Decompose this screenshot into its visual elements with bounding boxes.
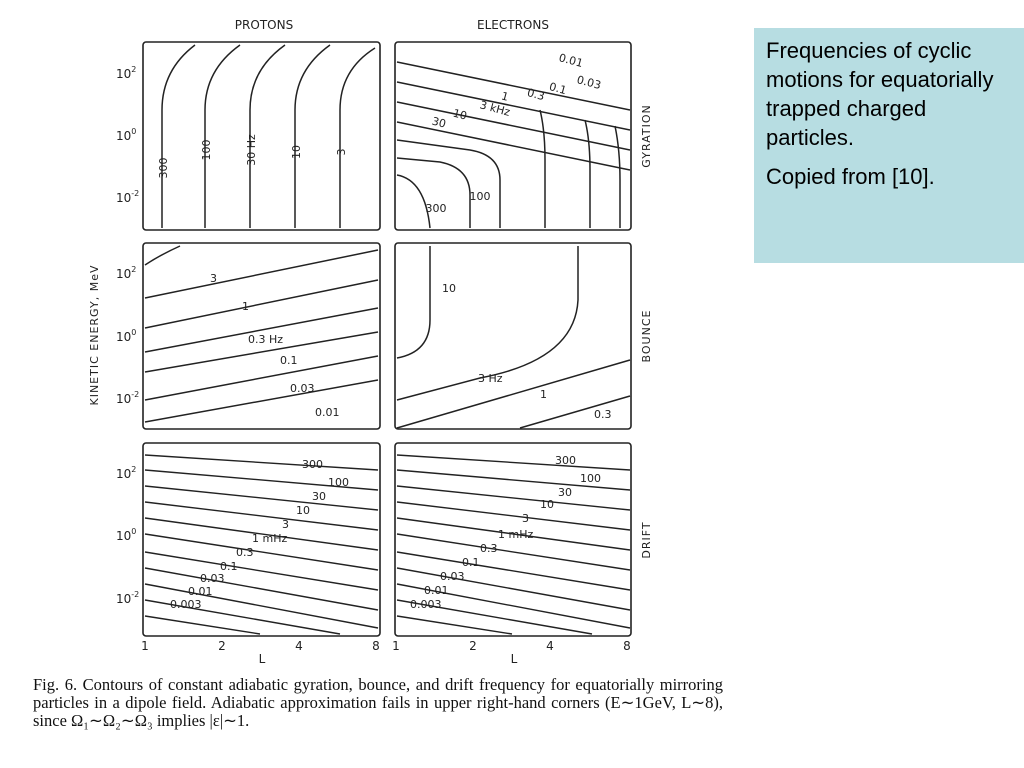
- column-title-electrons: ELECTRONS: [477, 18, 549, 32]
- contour-label: 300: [302, 458, 323, 471]
- contour-label: 0.1: [280, 354, 298, 367]
- x-tick: 1: [141, 639, 149, 653]
- contour-label: 1: [500, 89, 510, 103]
- y-tick: 100: [116, 328, 136, 344]
- contour-label: 0.3: [594, 408, 612, 421]
- panel-protons-drift: [142, 442, 381, 637]
- x-tick: 4: [295, 639, 303, 653]
- x-tick: 4: [546, 639, 554, 653]
- contour-label: 300: [555, 454, 576, 467]
- contour-label: 0.3 Hz: [248, 333, 283, 346]
- y-tick: 100: [116, 527, 136, 543]
- contours-protons-bounce: [144, 245, 379, 423]
- row-title-drift: DRIFT: [640, 521, 653, 558]
- panel-electrons-bounce: [394, 242, 632, 430]
- y-tick: 10-2: [116, 189, 139, 205]
- contour-label: 0.3: [236, 546, 254, 559]
- contour-label: 3 Hz: [478, 372, 503, 385]
- contour-label: 1 mHz: [498, 528, 533, 541]
- contour-label: 3: [335, 149, 348, 156]
- contour-figure: PROTONS ELECTRONS GYRATION BOUNCE DRIFT …: [88, 18, 653, 666]
- description-note: Frequencies of cyclic motions for equato…: [754, 28, 1024, 263]
- x-tick: 1: [392, 639, 400, 653]
- contour-label: 0.01: [188, 585, 213, 598]
- contour-label: 1: [540, 388, 547, 401]
- panel-electrons-drift: [394, 442, 632, 637]
- contour-label: 10: [290, 145, 303, 159]
- contour-label: 0.1: [220, 560, 238, 573]
- x-tick: 8: [623, 639, 631, 653]
- contour-label: 10: [540, 498, 554, 511]
- contours-electrons-drift: [396, 454, 631, 635]
- y-tick: 10-2: [116, 390, 139, 406]
- contour-label: 0.01: [557, 51, 584, 70]
- row-title-gyration: GYRATION: [640, 104, 653, 167]
- contours-protons-gyration: [161, 44, 376, 228]
- x-tick: L: [259, 652, 266, 666]
- contour-label: 1: [242, 300, 249, 313]
- y-tick: 100: [116, 127, 136, 143]
- contour-label: 0.01: [424, 584, 449, 597]
- row-title-bounce: BOUNCE: [640, 310, 653, 363]
- contours-protons-drift: [144, 454, 379, 635]
- panel-protons-bounce: [142, 242, 381, 430]
- y-axis-label: KINETIC ENERGY, MeV: [88, 264, 101, 405]
- contour-label: 100: [470, 190, 491, 203]
- contour-label: 10: [451, 107, 468, 123]
- contour-label: 30: [558, 486, 572, 499]
- y-tick: 102: [116, 65, 136, 81]
- contour-label: 100: [580, 472, 601, 485]
- x-tick: 2: [469, 639, 477, 653]
- contour-label: 0.1: [548, 80, 568, 97]
- contour-label: 10: [296, 504, 310, 517]
- contour-label: 3: [210, 272, 217, 285]
- contour-label: 0.03: [200, 572, 225, 585]
- contour-label: 100: [328, 476, 349, 489]
- contours-electrons-bounce: [396, 246, 631, 429]
- contour-label: 10: [442, 282, 456, 295]
- contour-label: 0.003: [410, 598, 442, 611]
- contours-electrons-gyration: [396, 61, 631, 229]
- contour-label: 0.03: [440, 570, 465, 583]
- contour-label: 0.01: [315, 406, 340, 419]
- x-tick: 8: [372, 639, 380, 653]
- panel-electrons-gyration: [394, 41, 632, 231]
- panel-protons-gyration: [142, 41, 381, 231]
- y-tick: 102: [116, 265, 136, 281]
- contour-label: 30: [312, 490, 326, 503]
- column-title-protons: PROTONS: [235, 18, 293, 32]
- x-tick: L: [511, 652, 518, 666]
- y-tick: 10-2: [116, 590, 139, 606]
- contour-label: 0.03: [290, 382, 315, 395]
- contour-label: 1 mHz: [252, 532, 287, 545]
- contour-label: 0.03: [575, 73, 602, 92]
- contour-label: 300: [157, 158, 170, 179]
- x-tick: 2: [218, 639, 226, 653]
- contour-label: 30 Hz: [245, 134, 258, 166]
- contour-label: 0.3: [480, 542, 498, 555]
- note-source: Copied from [10].: [766, 164, 935, 189]
- contour-label: 0.1: [462, 556, 480, 569]
- figure-caption: Fig. 6. Contours of constant adiabatic g…: [33, 675, 723, 730]
- y-tick: 102: [116, 465, 136, 481]
- contour-label: 30: [430, 115, 447, 131]
- contour-label: 3: [522, 512, 529, 525]
- contour-label: 0.3: [526, 86, 546, 103]
- note-description: Frequencies of cyclic motions for equato…: [766, 38, 994, 150]
- contour-label: 300: [426, 202, 447, 215]
- contour-label: 0.003: [170, 598, 202, 611]
- contour-label: 100: [200, 140, 213, 161]
- contour-label: 3: [282, 518, 289, 531]
